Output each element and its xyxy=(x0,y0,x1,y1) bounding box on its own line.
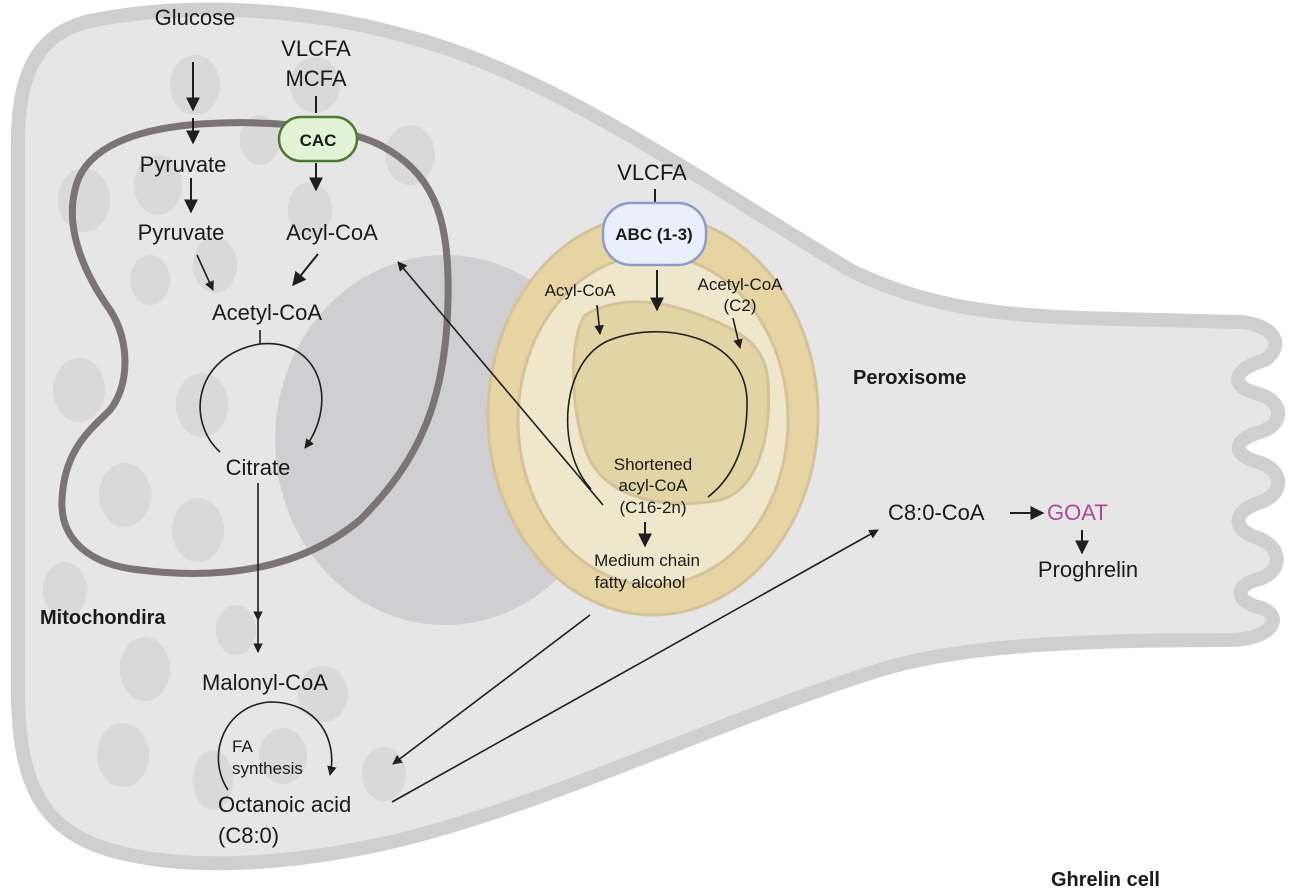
mitochondria-membrane xyxy=(58,119,452,577)
shortened-acyl-label-2: acyl-CoA xyxy=(619,476,689,495)
acetyl-perox-arrow xyxy=(732,317,743,349)
shortened-acyl-label-3: (C16-2n) xyxy=(619,498,686,517)
cac-transporter[interactable]: CAC xyxy=(277,115,359,163)
citrate-label: Citrate xyxy=(226,455,291,480)
glucose-label: Glucose xyxy=(155,5,236,30)
goat-label: GOAT xyxy=(1047,500,1108,525)
fatty-alcohol-label-2: fatty alcohol xyxy=(595,573,686,592)
fa-synthesis-label-1: FA xyxy=(232,737,253,756)
alcohol-to-octanoic-arrow xyxy=(392,614,591,765)
malonyl-coa-label: Malonyl-CoA xyxy=(202,670,328,695)
pyruvate-to-acetyl-arrow xyxy=(196,254,214,291)
pyruvate-mito-label: Pyruvate xyxy=(138,220,225,245)
fatty-alcohol-label-1: Medium chain xyxy=(594,551,700,570)
shortened-to-mito-arrow xyxy=(397,261,604,506)
abc-transporter[interactable]: ABC (1-3) xyxy=(601,201,708,267)
mitochondria-label: Mitochondira xyxy=(40,607,166,629)
acetyl-coa-perox-label-1: Acetyl-CoA xyxy=(697,275,783,294)
octanoic-acid-label-1: Octanoic acid xyxy=(218,792,351,817)
c8-coa-label: C8:0-CoA xyxy=(888,500,985,525)
acyl-to-acetyl-arrow xyxy=(292,253,319,287)
fa-synthesis-arrow xyxy=(217,701,337,791)
shortened-acyl-label-1: Shortened xyxy=(614,455,692,474)
pyruvate-cyto-label: Pyruvate xyxy=(140,152,227,177)
acyl-coa-perox-label: Acyl-CoA xyxy=(545,281,617,300)
octanoic-acid-label-2: (C8:0) xyxy=(218,823,279,848)
vlcfa-label-mito: VLCFA xyxy=(281,36,351,61)
peroxisome xyxy=(486,213,820,617)
octanoic-to-c8coa-arrow xyxy=(391,529,879,803)
acetyl-coa-mito-label: Acetyl-CoA xyxy=(212,300,322,325)
proghrelin-label: Proghrelin xyxy=(1038,557,1138,582)
abc-label: ABC (1-3) xyxy=(615,225,692,244)
peroxisome-label: Peroxisome xyxy=(853,367,966,389)
mcfa-label: MCFA xyxy=(285,66,346,91)
fa-synthesis-label-2: synthesis xyxy=(232,759,303,778)
beta-oxidation-cycle xyxy=(566,330,748,498)
cell-label: Ghrelin cell xyxy=(1051,869,1160,891)
acyl-coa-mito-label: Acyl-CoA xyxy=(286,220,378,245)
tca-cycle-arrow xyxy=(199,342,323,453)
vesicles xyxy=(43,55,435,810)
vlcfa-label-perox: VLCFA xyxy=(617,160,687,185)
acyl-perox-arrow xyxy=(594,304,604,335)
cac-label: CAC xyxy=(300,131,337,150)
acetyl-coa-perox-label-2: (C2) xyxy=(723,296,756,315)
